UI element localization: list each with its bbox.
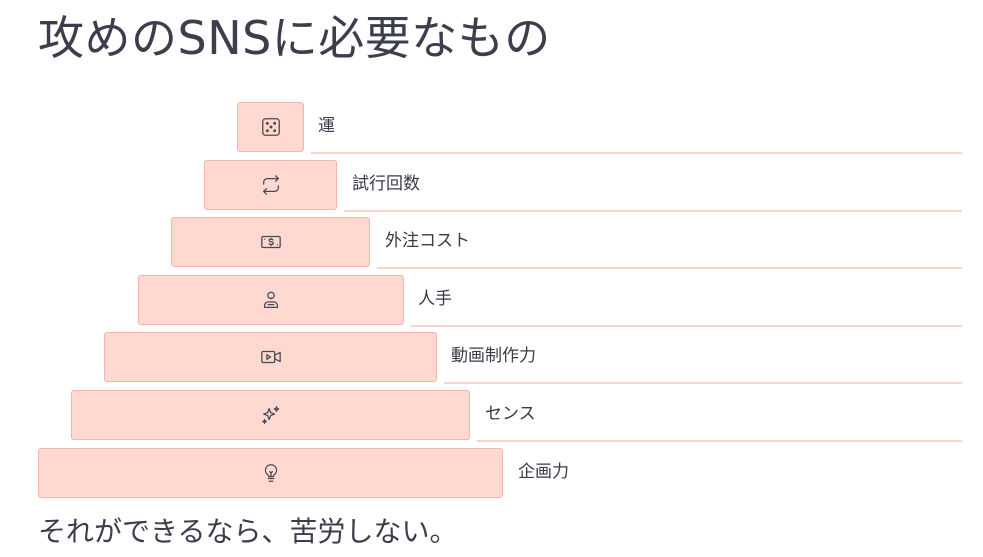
pyramid-level-1: 運 <box>0 102 983 154</box>
pyramid-level-5: 動画制作力 <box>0 332 983 384</box>
pyramid-level-7: 企画力 <box>0 448 983 500</box>
pyramid-label-2: 試行回数 <box>352 174 420 194</box>
divider-line <box>311 152 962 154</box>
divider-line <box>377 267 962 269</box>
divider-line <box>477 440 962 442</box>
divider-line <box>411 325 962 327</box>
pyramid-box-7 <box>38 448 503 498</box>
lightbulb-icon <box>260 462 282 484</box>
pyramid-label-1: 運 <box>318 116 335 136</box>
pyramid-box-2 <box>204 160 337 210</box>
pyramid-box-3 <box>171 217 370 267</box>
pyramid-box-6 <box>71 390 470 440</box>
pyramid-level-3: 外注コスト <box>0 217 983 269</box>
video-icon <box>260 346 282 368</box>
divider-line <box>344 210 962 212</box>
divider-line <box>444 382 962 384</box>
pyramid-label-4: 人手 <box>418 289 452 309</box>
person-icon <box>260 289 282 311</box>
pyramid-box-1 <box>237 102 304 152</box>
pyramid-label-6: センス <box>485 404 536 424</box>
slide-title: 攻めのSNSに必要なもの <box>38 11 551 65</box>
pyramid-label-3: 外注コスト <box>385 231 470 251</box>
pyramid-level-4: 人手 <box>0 275 983 327</box>
pyramid-level-2: 試行回数 <box>0 160 983 212</box>
money-icon <box>260 231 282 253</box>
pyramid-box-4 <box>138 275 404 325</box>
sparkles-icon <box>260 404 282 426</box>
pyramid-label-5: 動画制作力 <box>451 346 536 366</box>
pyramid-label-7: 企画力 <box>518 462 569 482</box>
dice-icon <box>260 116 282 138</box>
slide-caption: それができるなら、苦労しない。 <box>38 515 458 548</box>
pyramid-level-6: センス <box>0 390 983 442</box>
repeat-icon <box>260 174 282 196</box>
pyramid-box-5 <box>104 332 437 382</box>
